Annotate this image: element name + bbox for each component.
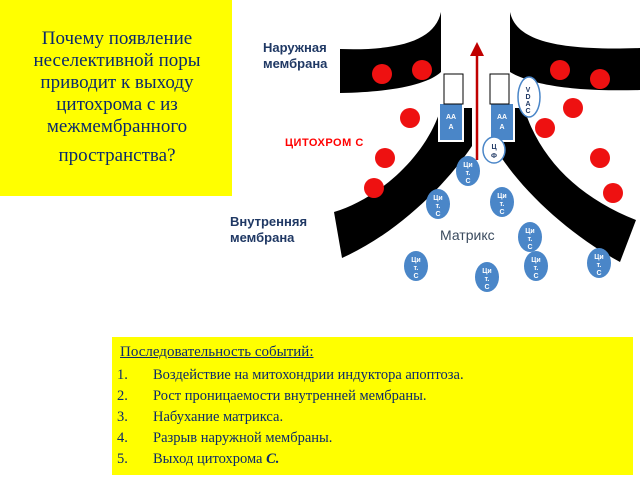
svg-text:С: С	[527, 244, 532, 251]
cyt-c-oval: Ци т. С	[587, 248, 611, 278]
aaa-right-label: А	[499, 124, 504, 131]
cyt-c-oval: Ци т. С	[518, 222, 542, 252]
aaa-left-stem	[443, 73, 464, 105]
question-text: Почему появление неселективной поры прив…	[10, 28, 224, 167]
svg-text:Ци: Ци	[594, 254, 603, 261]
aaa-left-label: АА	[446, 114, 456, 121]
aaa-left-label: А	[448, 124, 453, 131]
svg-text:С: С	[484, 284, 489, 291]
matrix-label: Матрикс	[440, 227, 495, 243]
aaa-right-stem	[489, 73, 510, 105]
cf-label: Ф	[491, 153, 497, 160]
svg-text:С: С	[533, 273, 538, 280]
question-box: Почему появление неселективной поры прив…	[0, 0, 232, 196]
question-line: межмембранного	[46, 116, 188, 137]
outer-membrane	[340, 12, 441, 93]
svg-text:Ци: Ци	[497, 193, 506, 200]
question-line: пространства?	[58, 145, 176, 166]
vdac-label: C	[525, 108, 530, 115]
vdac-channel	[517, 76, 541, 118]
cytochrome-c-label: ЦИТОХРОМ С	[285, 137, 364, 149]
svg-text:т.: т.	[534, 265, 539, 272]
svg-text:С: С	[499, 209, 504, 216]
efflux-arrow-head	[470, 42, 484, 56]
svg-text:т.: т.	[528, 236, 533, 243]
svg-text:Ци: Ци	[525, 228, 534, 235]
svg-text:С: С	[435, 211, 440, 218]
aaa-left-box	[438, 102, 464, 142]
vdac-label: V	[526, 87, 531, 94]
svg-text:т.: т.	[485, 276, 490, 283]
red-dot	[400, 108, 420, 128]
aaa-right-label: АА	[497, 114, 507, 121]
svg-text:С: С	[596, 270, 601, 277]
aaa-right-box	[489, 102, 515, 142]
svg-text:Ци: Ци	[531, 257, 540, 264]
question-line: приводит к выходу	[40, 72, 194, 93]
outer-membrane-label-line: мембрана	[263, 56, 328, 71]
red-dot	[550, 60, 570, 80]
sequence-item: 4.Разрыв наружной мембраны.	[117, 430, 333, 446]
sequence-item: 2.Рост проницаемости внутренней мембраны…	[117, 388, 427, 404]
cyt-c-oval: Ци т. С	[404, 251, 428, 281]
svg-text:т.: т.	[597, 262, 602, 269]
cyt-c-oval: Ци т. С	[490, 187, 514, 217]
vdac-label: D	[525, 94, 530, 101]
red-dot	[535, 118, 555, 138]
vdac-label: A	[525, 101, 530, 108]
question-line: неселективной поры	[33, 50, 201, 71]
sequence-item: 5.Выход цитохрома С.	[117, 451, 280, 467]
red-dot	[603, 183, 623, 203]
red-dot	[372, 64, 392, 84]
cyt-c-oval: Ци т. С	[456, 156, 480, 186]
red-dot	[590, 69, 610, 89]
cf-channel	[482, 136, 506, 164]
cf-label: Ц	[491, 144, 497, 151]
red-dot	[563, 98, 583, 118]
red-dot	[364, 178, 384, 198]
cyt-c-oval: Ци т. С	[426, 189, 450, 219]
svg-text:Ци: Ци	[482, 268, 491, 275]
sequence-list: 1.Воздействие на митохондрии индуктора а…	[112, 365, 464, 470]
inner-membrane	[494, 108, 636, 262]
svg-text:Ци: Ци	[411, 257, 420, 264]
inner-membrane-label-line: мембрана	[230, 230, 295, 245]
outer-membrane-label-line: Наружная	[263, 40, 327, 55]
outer-membrane	[510, 12, 640, 91]
sequence-box: Последовательность событий: 1.Воздействи…	[112, 337, 633, 475]
red-dot	[590, 148, 610, 168]
sequence-item: 3.Набухание матрикса.	[117, 409, 284, 425]
inner-membrane-label-line: Внутренняя	[230, 214, 308, 229]
inner-membrane-label: Внутренняя мембрана	[230, 214, 307, 246]
svg-text:С: С	[413, 273, 418, 280]
outer-membrane-label: Наружная мембрана	[263, 40, 327, 72]
svg-text:С: С	[465, 178, 470, 185]
red-dot	[375, 148, 395, 168]
svg-text:т.: т.	[500, 201, 505, 208]
question-line: цитохрома с из	[56, 94, 178, 115]
question-line: Почему появление	[41, 28, 193, 49]
sequence-item: 1.Воздействие на митохондрии индуктора а…	[117, 367, 464, 383]
svg-text:Ци: Ци	[463, 162, 472, 169]
svg-text:т.: т.	[414, 265, 419, 272]
red-dot	[412, 60, 432, 80]
sequence-title: Последовательность событий:	[120, 344, 314, 360]
cyt-c-oval: Ци т. С	[475, 262, 499, 292]
svg-text:Ци: Ци	[433, 195, 442, 202]
cyt-c-oval: Ци т. С	[524, 251, 548, 281]
svg-text:т.: т.	[466, 170, 471, 177]
inner-membrane	[334, 108, 472, 258]
svg-text:т.: т.	[436, 203, 441, 210]
